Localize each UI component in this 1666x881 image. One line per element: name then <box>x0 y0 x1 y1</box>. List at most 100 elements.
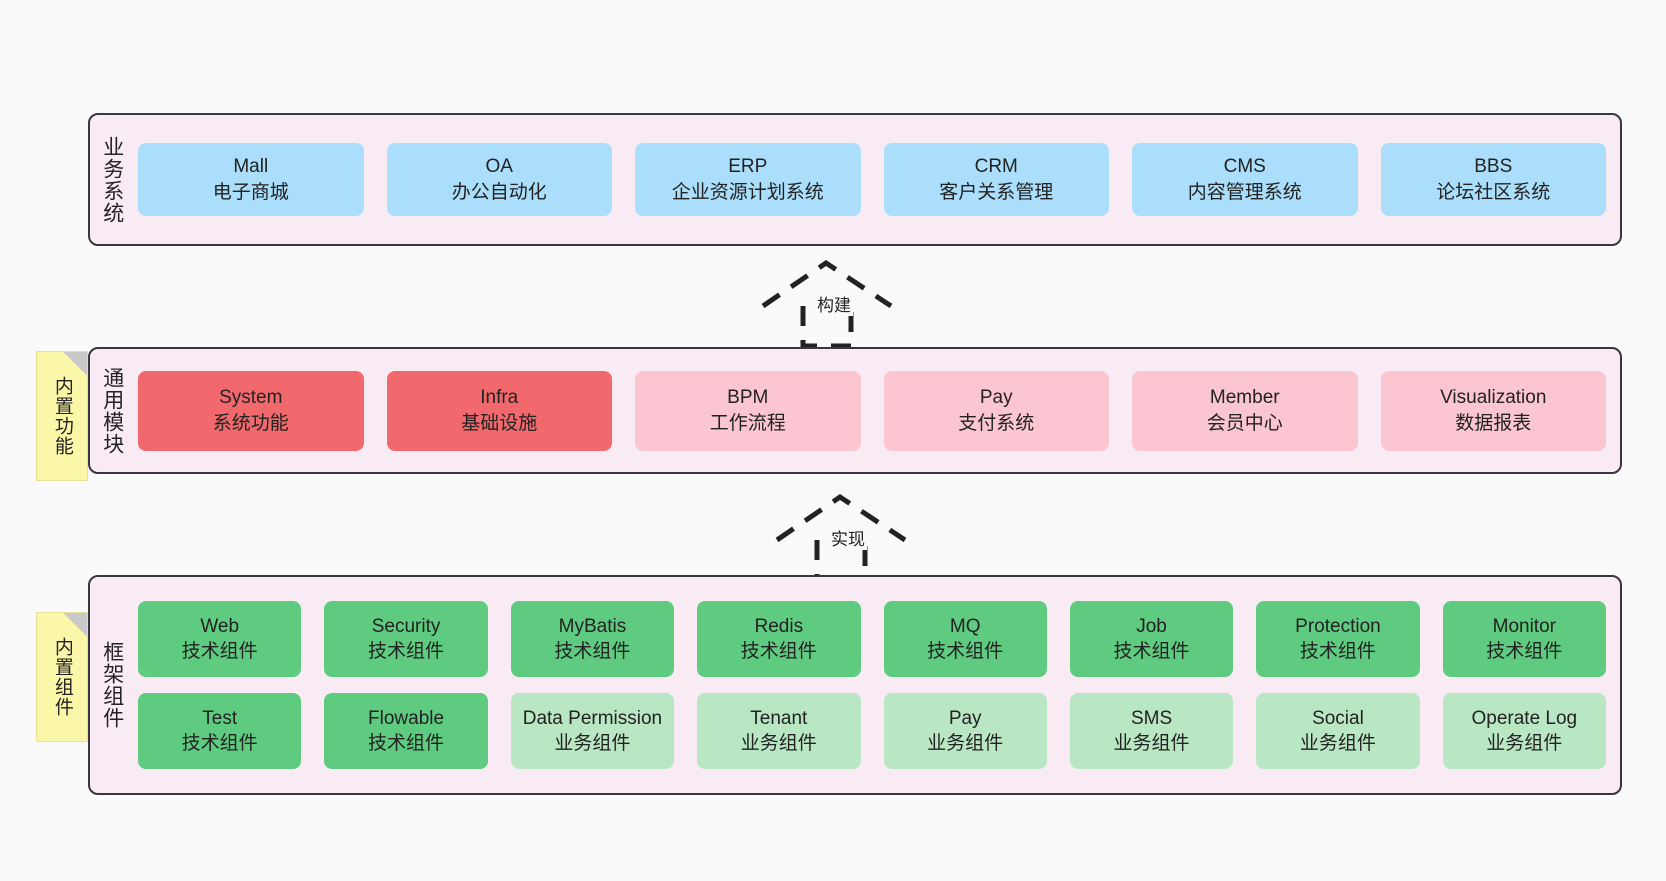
layer-body-business: Mall 电子商城 OA 办公自动化 ERP 企业资源计划系统 CRM 客户关系… <box>134 115 1620 244</box>
module-desc: 内容管理系统 <box>1187 181 1302 203</box>
module-card-monitor[interactable]: Monitor 技术组件 <box>1442 601 1606 677</box>
module-desc: 数据报表 <box>1455 412 1532 434</box>
module-name: Pay <box>948 707 982 729</box>
arrow-head <box>761 259 893 309</box>
module-card-bpm[interactable]: BPM 工作流程 <box>635 370 861 451</box>
layer-framework-components: 框架组件 Web 技术组件 Security 技术组件 MyBatis 技术组件… <box>88 575 1622 795</box>
module-name: System <box>219 387 283 409</box>
module-card-security[interactable]: Security 技术组件 <box>324 601 488 677</box>
layer-row: Test 技术组件 Flowable 技术组件 Data Permission … <box>138 693 1606 769</box>
layer-row: Mall 电子商城 OA 办公自动化 ERP 企业资源计划系统 CRM 客户关系… <box>138 143 1606 216</box>
module-desc: 技术组件 <box>1486 641 1563 662</box>
module-card-job[interactable]: Job 技术组件 <box>1069 601 1234 677</box>
module-desc: 技术组件 <box>554 641 631 662</box>
module-desc: 业务组件 <box>740 733 817 754</box>
module-desc: 技术组件 <box>927 641 1004 662</box>
sticky-note-text: 内置组件 <box>51 637 73 717</box>
layer-body-common: System 系统功能 Infra 基础设施 BPM 工作流程 Pay 支付系统… <box>134 349 1620 472</box>
module-card-flowable[interactable]: Flowable 技术组件 <box>324 693 488 769</box>
module-name: Operate Log <box>1471 707 1578 729</box>
generalization-arrow-implement: 实现 <box>772 492 922 583</box>
module-card-crm[interactable]: CRM 客户关系管理 <box>883 143 1109 216</box>
module-desc: 技术组件 <box>740 641 817 662</box>
module-name: Social <box>1312 707 1364 729</box>
folded-corner-icon <box>63 352 87 376</box>
module-card-test[interactable]: Test 技术组件 <box>138 693 302 769</box>
layer-label-business: 业务系统 <box>100 135 124 224</box>
module-card-protection[interactable]: Protection 技术组件 <box>1256 601 1420 677</box>
module-desc: 基础设施 <box>461 412 538 434</box>
module-name: CRM <box>974 156 1018 178</box>
layer-row: System 系统功能 Infra 基础设施 BPM 工作流程 Pay 支付系统… <box>138 370 1606 451</box>
sticky-note-text: 内置功能 <box>51 376 73 456</box>
arrow-glyph <box>775 493 907 583</box>
module-name: Monitor <box>1492 615 1556 637</box>
module-name: BBS <box>1474 156 1513 178</box>
module-desc: 企业资源计划系统 <box>671 181 824 203</box>
module-name: Test <box>202 707 238 729</box>
module-card-pay[interactable]: Pay 支付系统 <box>883 370 1109 451</box>
module-card-redis[interactable]: Redis 技术组件 <box>697 601 861 677</box>
module-desc: 支付系统 <box>958 412 1035 434</box>
module-name: CMS <box>1223 156 1266 178</box>
sticky-note-builtin-components: 内置组件 <box>36 612 88 742</box>
module-desc: 工作流程 <box>709 412 786 434</box>
module-card-infra[interactable]: Infra 基础设施 <box>386 370 612 451</box>
module-card-social[interactable]: Social 业务组件 <box>1256 693 1420 769</box>
module-card-visualization[interactable]: Visualization 数据报表 <box>1380 370 1606 451</box>
module-name: MQ <box>949 615 981 637</box>
folded-corner-icon <box>63 613 87 637</box>
module-name: Flowable <box>368 707 445 729</box>
module-card-cms[interactable]: CMS 内容管理系统 <box>1132 143 1358 216</box>
arrow-shaft <box>800 306 854 349</box>
module-name: Tenant <box>750 707 808 729</box>
module-card-tenant[interactable]: Tenant 业务组件 <box>697 693 861 769</box>
module-desc: 技术组件 <box>368 641 445 662</box>
module-desc: 技术组件 <box>368 733 445 754</box>
module-name: Protection <box>1295 615 1381 637</box>
layer-body-framework: Web 技术组件 Security 技术组件 MyBatis 技术组件 Redi… <box>134 577 1620 793</box>
module-card-oa[interactable]: OA 办公自动化 <box>386 143 612 216</box>
module-desc: 业务组件 <box>1486 733 1563 754</box>
module-card-bbs[interactable]: BBS 论坛社区系统 <box>1380 143 1606 216</box>
arrow-label-implement: 实现 <box>829 525 867 550</box>
module-name: Redis <box>754 615 804 637</box>
module-desc: 论坛社区系统 <box>1436 181 1551 203</box>
module-card-operate-log[interactable]: Operate Log 业务组件 <box>1442 693 1606 769</box>
generalization-arrow-build: 构建 <box>758 258 908 349</box>
module-desc: 电子商城 <box>212 181 289 203</box>
module-name: Job <box>1136 615 1167 637</box>
module-desc: 业务组件 <box>1299 733 1376 754</box>
module-name: Mall <box>233 156 269 178</box>
module-card-system[interactable]: System 系统功能 <box>138 370 364 451</box>
module-name: SMS <box>1130 707 1173 729</box>
module-name: Infra <box>480 387 519 409</box>
layer-business-systems: 业务系统 Mall 电子商城 OA 办公自动化 ERP 企业资源计划系统 CRM… <box>88 113 1622 246</box>
module-card-data-permission[interactable]: Data Permission 业务组件 <box>510 693 675 769</box>
arrow-label-build: 构建 <box>815 291 853 316</box>
module-name: MyBatis <box>558 615 627 637</box>
module-desc: 会员中心 <box>1206 412 1283 434</box>
module-card-erp[interactable]: ERP 企业资源计划系统 <box>635 143 861 216</box>
module-card-mq[interactable]: MQ 技术组件 <box>883 601 1047 677</box>
module-card-mall[interactable]: Mall 电子商城 <box>138 143 364 216</box>
module-desc: 技术组件 <box>181 641 258 662</box>
module-desc: 客户关系管理 <box>939 181 1054 203</box>
module-name: OA <box>485 156 513 178</box>
module-name: Member <box>1209 387 1280 409</box>
module-name: Pay <box>979 387 1013 409</box>
module-card-mybatis[interactable]: MyBatis 技术组件 <box>510 601 675 677</box>
module-desc: 技术组件 <box>181 733 258 754</box>
module-name: Web <box>200 615 240 637</box>
module-name: Visualization <box>1440 387 1547 409</box>
arrow-head <box>775 493 907 543</box>
module-desc: 技术组件 <box>1299 641 1376 662</box>
module-card-web[interactable]: Web 技术组件 <box>138 601 302 677</box>
module-desc: 业务组件 <box>927 733 1004 754</box>
layer-row: Web 技术组件 Security 技术组件 MyBatis 技术组件 Redi… <box>138 601 1606 677</box>
module-card-member[interactable]: Member 会员中心 <box>1132 370 1358 451</box>
module-desc: 业务组件 <box>554 733 631 754</box>
module-card-sms[interactable]: SMS 业务组件 <box>1069 693 1234 769</box>
module-card-pay-business[interactable]: Pay 业务组件 <box>883 693 1047 769</box>
